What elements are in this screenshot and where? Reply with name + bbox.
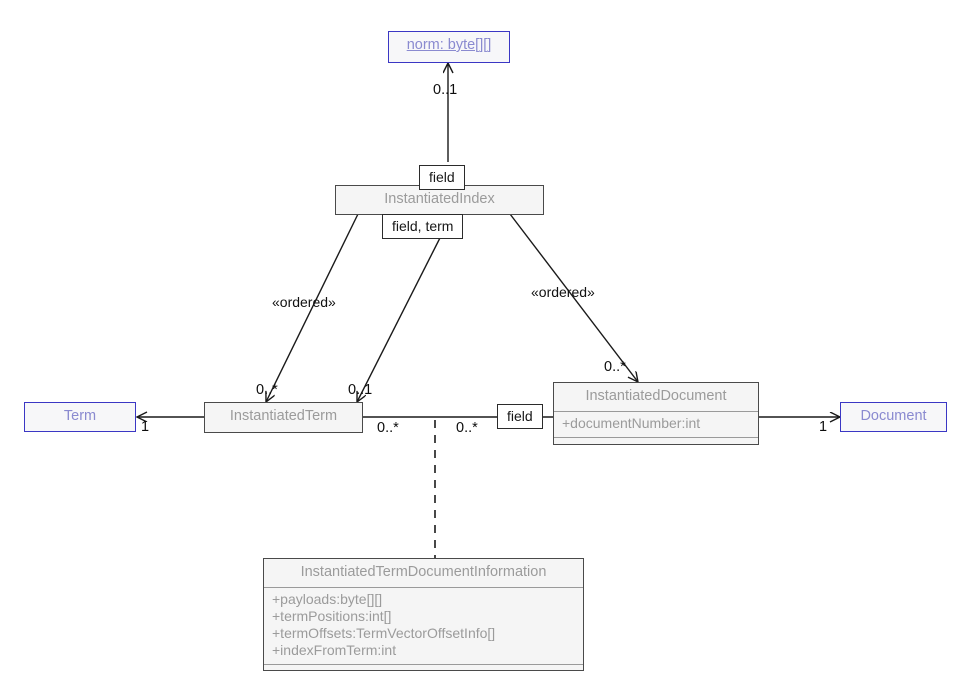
edge-label-field-top-text: field [429, 169, 455, 185]
attribute-payloads: +payloads:byte[][] [272, 591, 383, 608]
multiplicity-assoc-left-text: 0..* [377, 420, 399, 436]
class-document[interactable]: Document [840, 402, 947, 432]
attribute-indexFromTerm: +indexFromTerm:int [272, 642, 397, 659]
stereotype-ordered-left-text: «ordered» [272, 294, 336, 310]
multiplicity-assoc-right: 0..* [456, 421, 478, 436]
compartment-divider [554, 437, 758, 438]
class-term-title: Term [63, 408, 97, 424]
multiplicity-term-from-index-2: 0..1 [348, 383, 372, 398]
edge-label-field-document[interactable]: field [497, 404, 543, 429]
class-document-title: Document [860, 408, 927, 424]
class-instantiated-term[interactable]: InstantiatedTerm [204, 402, 363, 433]
multiplicity-document-from-index: 0..* [604, 360, 626, 375]
class-instantiated-term-document-information-attributes: +payloads:byte[][] +termPositions:int[] … [264, 587, 583, 664]
class-instantiated-document-empty-compartment [554, 438, 758, 444]
multiplicity-term-from-index-text: 0..* [256, 382, 278, 398]
class-instantiated-index-title: InstantiatedIndex [384, 191, 495, 207]
class-instantiated-document-attributes: +documentNumber:int [554, 411, 758, 437]
multiplicity-term-end: 1 [141, 420, 149, 435]
class-instantiated-term-document-information-title: InstantiatedTermDocumentInformation [300, 564, 547, 580]
compartment-divider [264, 586, 583, 588]
class-norm-title: norm: byte[][] [406, 37, 492, 53]
multiplicity-assoc-left: 0..* [377, 421, 399, 436]
class-term[interactable]: Term [24, 402, 136, 432]
multiplicity-document-end-text: 1 [819, 419, 828, 435]
attribute-termPositions: +termPositions:int[] [272, 608, 392, 625]
compartment-divider [554, 410, 758, 412]
class-instantiated-document-title: InstantiatedDocument [585, 388, 727, 404]
stereotype-ordered-right-text: «ordered» [531, 284, 595, 300]
edge-label-field-term[interactable]: field, term [382, 214, 464, 239]
stereotype-ordered-left: «ordered» [272, 295, 336, 309]
stereotype-ordered-right: «ordered» [531, 285, 595, 299]
class-instantiated-term-document-information[interactable]: InstantiatedTermDocumentInformation +pay… [263, 558, 584, 671]
edge-label-field-document-text: field [507, 408, 533, 424]
edge-label-field-term-text: field, term [392, 218, 454, 234]
attribute-documentNumber: +documentNumber:int [562, 415, 701, 432]
class-instantiated-term-title: InstantiatedTerm [229, 408, 338, 424]
multiplicity-norm-end: 0..1 [433, 83, 457, 98]
class-norm[interactable]: norm: byte[][] [388, 31, 510, 63]
multiplicity-document-from-index-text: 0..* [604, 359, 626, 375]
multiplicity-term-end-text: 1 [141, 419, 150, 435]
class-instantiated-term-document-information-empty-compartment [264, 665, 583, 670]
multiplicity-term-from-index-2-text: 0..1 [348, 382, 373, 398]
compartment-divider [264, 664, 583, 665]
multiplicity-document-end: 1 [819, 420, 827, 435]
multiplicity-assoc-right-text: 0..* [456, 420, 478, 436]
edge-label-field-top[interactable]: field [419, 165, 465, 190]
attribute-termOffsets: +termOffsets:TermVectorOffsetInfo[] [272, 625, 496, 642]
edge-index-to-term [357, 227, 446, 402]
multiplicity-norm-end-text: 0..1 [433, 82, 458, 98]
multiplicity-term-from-index: 0..* [256, 383, 278, 398]
class-instantiated-document[interactable]: InstantiatedDocument +documentNumber:int [553, 382, 759, 445]
